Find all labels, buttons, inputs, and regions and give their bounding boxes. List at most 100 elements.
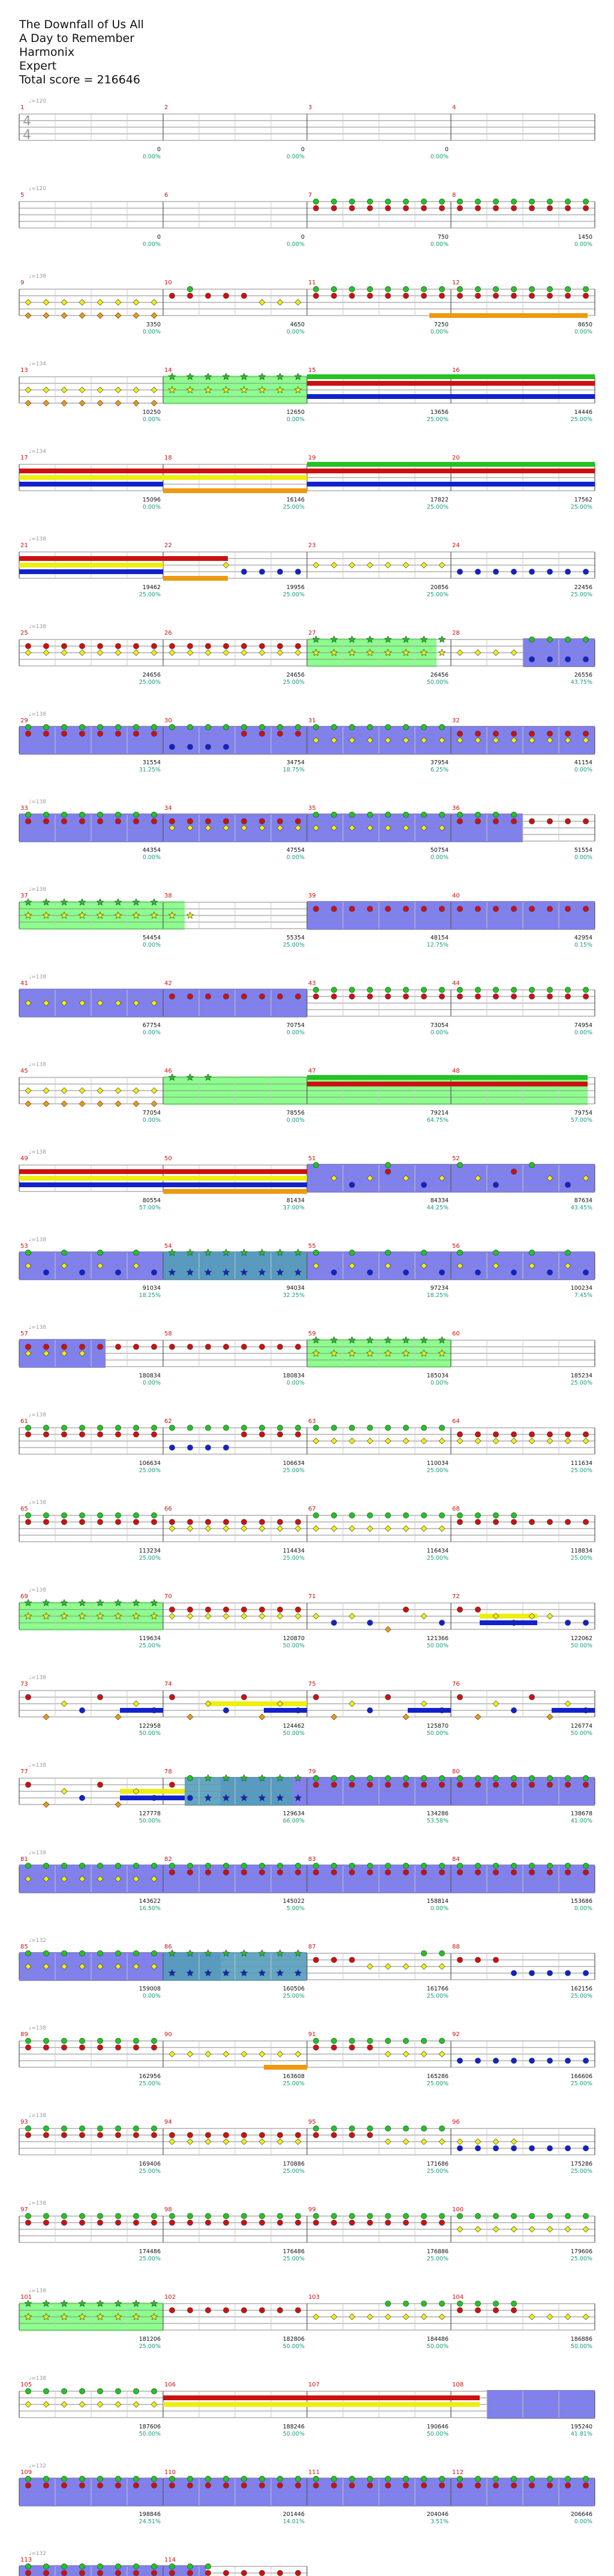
tempo-label: ♩=138 bbox=[29, 536, 46, 542]
measure-percent: 0.00% bbox=[574, 854, 592, 861]
red-note bbox=[241, 731, 247, 737]
blue-note bbox=[583, 1707, 589, 1713]
green-note bbox=[97, 2388, 103, 2394]
yellow-note bbox=[348, 824, 356, 831]
star-note bbox=[258, 386, 266, 394]
orange-note bbox=[151, 312, 158, 319]
red-note bbox=[223, 2220, 229, 2226]
star-note bbox=[42, 1599, 50, 1607]
green-note bbox=[385, 199, 391, 205]
measure-score: 24656 bbox=[143, 672, 161, 678]
measure-percent: 50.00% bbox=[139, 1730, 161, 1737]
red-note bbox=[457, 1957, 463, 1963]
sustain-bar bbox=[19, 1176, 307, 1181]
star-note bbox=[312, 1349, 320, 1357]
measure-percent: 32.25% bbox=[283, 1292, 305, 1299]
measure-number: 3 bbox=[308, 104, 312, 111]
total-score: Total score = 216646 bbox=[19, 73, 140, 86]
measure-number: 114 bbox=[164, 2557, 176, 2563]
red-note bbox=[511, 993, 517, 999]
measure-percent: 50.00% bbox=[571, 1730, 592, 1737]
red-note bbox=[151, 2482, 157, 2488]
orange-note bbox=[43, 1100, 50, 1107]
yellow-note bbox=[582, 2226, 589, 2233]
measure-percent: 0.00% bbox=[143, 942, 161, 948]
green-note bbox=[223, 724, 229, 730]
star-note bbox=[78, 911, 86, 919]
green-note bbox=[241, 2476, 247, 2482]
measure-percent: 18.25% bbox=[139, 1292, 161, 1299]
red-note bbox=[259, 1344, 265, 1350]
measure-number: 72 bbox=[452, 1593, 460, 1600]
red-note bbox=[79, 2482, 85, 2488]
yellow-note bbox=[402, 562, 410, 569]
red-note bbox=[115, 2132, 121, 2138]
difficulty-label: Expert bbox=[19, 59, 57, 73]
red-note bbox=[583, 731, 589, 737]
blue-note bbox=[565, 569, 571, 575]
measure-number: 105 bbox=[20, 2382, 32, 2388]
red-note bbox=[115, 731, 121, 737]
yellow-note bbox=[61, 1875, 68, 1883]
blue-note bbox=[475, 2145, 481, 2151]
measure-score: 20856 bbox=[431, 584, 449, 591]
red-note bbox=[403, 1607, 409, 1613]
measure-number: 77 bbox=[20, 1769, 28, 1775]
red-note bbox=[457, 1869, 463, 1875]
measure-percent: 25.00% bbox=[139, 1555, 161, 1562]
green-note bbox=[25, 1863, 31, 1869]
red-note bbox=[295, 1344, 301, 1350]
measure-number: 109 bbox=[20, 2469, 32, 2476]
measure-number: 70 bbox=[164, 1593, 172, 1600]
star-note bbox=[186, 386, 194, 394]
green-note bbox=[241, 2213, 247, 2219]
blue-note bbox=[295, 1707, 301, 1713]
yellow-note bbox=[402, 1175, 410, 1182]
red-note bbox=[97, 2132, 103, 2138]
red-note bbox=[529, 1431, 535, 1437]
yellow-note bbox=[420, 824, 428, 831]
green-note bbox=[151, 1863, 157, 1869]
measure-number: 84 bbox=[452, 1856, 460, 1863]
star-note bbox=[276, 1969, 284, 1977]
star-note bbox=[294, 373, 302, 380]
green-note bbox=[43, 2563, 49, 2569]
red-note bbox=[475, 1869, 481, 1875]
yellow-note bbox=[61, 1788, 68, 1795]
green-note bbox=[565, 286, 571, 292]
red-note bbox=[187, 293, 193, 299]
green-note bbox=[403, 2476, 409, 2482]
measure-percent: 25.00% bbox=[283, 2080, 305, 2087]
yellow-note bbox=[456, 737, 463, 744]
green-note bbox=[133, 1512, 139, 1518]
yellow-note bbox=[366, 1525, 374, 1532]
measure-percent: 25.00% bbox=[139, 2168, 161, 2175]
green-note bbox=[133, 2476, 139, 2482]
star-note bbox=[366, 635, 374, 643]
red-note bbox=[169, 1782, 175, 1788]
yellow-note bbox=[330, 824, 338, 831]
red-note bbox=[115, 1431, 121, 1437]
red-note bbox=[349, 2220, 355, 2226]
green-note bbox=[115, 2038, 121, 2044]
star-note bbox=[384, 635, 392, 643]
green-note bbox=[313, 1863, 319, 1869]
red-note bbox=[187, 1344, 193, 1350]
red-note bbox=[259, 993, 265, 999]
red-note bbox=[97, 1344, 103, 1350]
star-note bbox=[150, 2313, 158, 2320]
measure-score: 124462 bbox=[283, 1723, 305, 1730]
measure-percent: 18.25% bbox=[427, 1292, 449, 1299]
yellow-note bbox=[420, 1700, 428, 1707]
measure-percent: 31.25% bbox=[139, 767, 161, 773]
green-note bbox=[403, 1775, 409, 1781]
measure-score: 0 bbox=[157, 234, 161, 241]
yellow-note bbox=[294, 2138, 302, 2145]
green-note bbox=[511, 1775, 517, 1781]
measure-percent: 14.01% bbox=[283, 2518, 305, 2525]
measure-percent: 50.00% bbox=[427, 679, 449, 686]
yellow-note bbox=[133, 1875, 140, 1883]
blue-note bbox=[583, 569, 589, 575]
green-note bbox=[61, 2388, 67, 2394]
measure-number: 45 bbox=[20, 1068, 28, 1074]
